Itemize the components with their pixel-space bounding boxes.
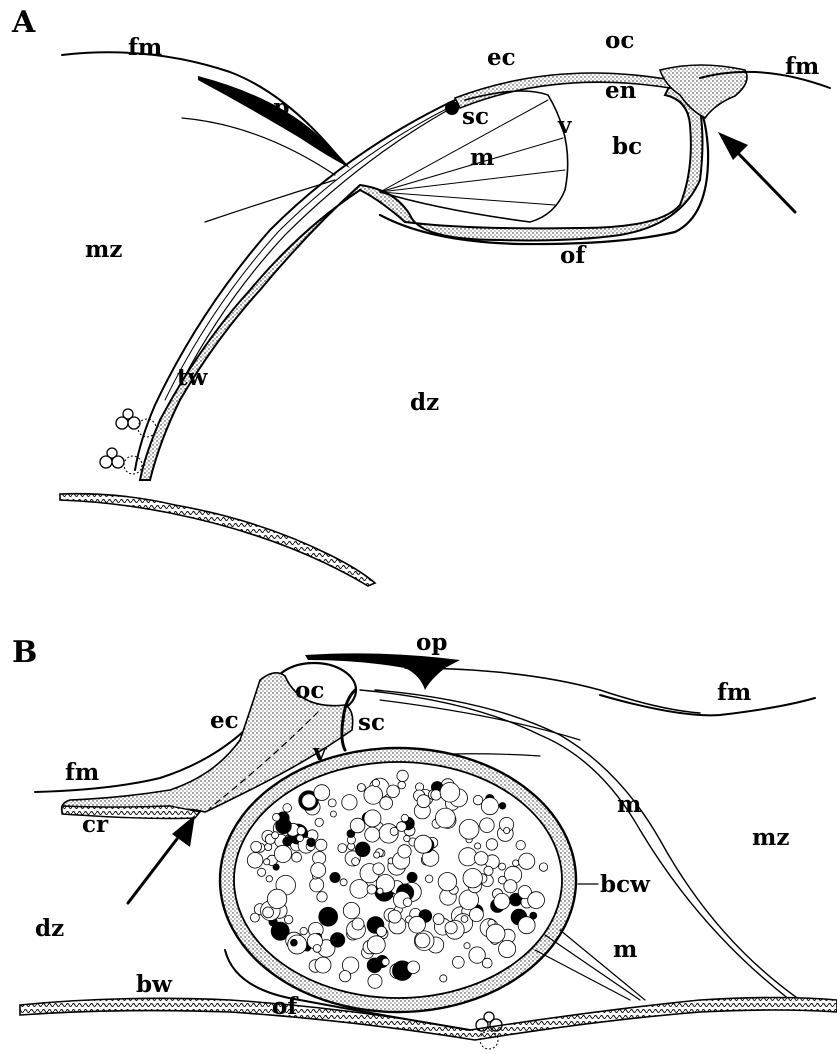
frontal-membrane-left (62, 52, 345, 165)
label-b-of: of (272, 993, 299, 1020)
ectooecium-band (455, 73, 682, 108)
label-a-mz: mz (85, 236, 122, 263)
label-a-sc: sc (462, 103, 489, 130)
label-b-v: v (312, 739, 327, 766)
label-b-fm-right: fm (717, 679, 751, 706)
panel-a: A (11, 5, 830, 586)
label-b-cr: cr (82, 811, 109, 838)
operculum-membrane-b (405, 668, 700, 713)
label-a-m: m (470, 144, 494, 171)
tentacle-sheath-inner (175, 110, 448, 395)
label-b-sc: sc (358, 709, 385, 736)
label-b-dz: dz (35, 915, 64, 942)
label-b-ec: ec (210, 707, 239, 734)
label-a-v: v (557, 112, 572, 139)
label-b-m-lower: m (613, 936, 637, 963)
pore-structure-upper (116, 409, 156, 437)
sclerite (445, 101, 459, 115)
label-a-fm-left: fm (128, 34, 162, 61)
label-b-fm-left: fm (65, 759, 99, 786)
label-a-op: op (258, 94, 289, 121)
tentacle-sheath-outer (135, 100, 455, 470)
label-a-bc: bc (612, 133, 642, 160)
panel-b-letter: B (12, 635, 37, 670)
label-b-bw: bw (136, 971, 173, 998)
label-b-m-upper: m (617, 791, 641, 818)
frontal-membrane-right-b (600, 695, 815, 715)
label-b-bcw: bcw (600, 871, 651, 898)
basal-wall (60, 494, 375, 586)
vesicle-fan-3 (380, 170, 565, 192)
membrane-line-2 (205, 180, 335, 222)
label-a-fm-right: fm (785, 53, 819, 80)
label-a-dz: dz (410, 389, 439, 416)
label-b-op: op (416, 629, 447, 656)
label-a-of: of (560, 242, 587, 269)
panel-a-letter: A (11, 5, 36, 40)
label-a-ec: ec (487, 44, 516, 71)
label-b-oc: oc (295, 677, 324, 704)
operculum (198, 76, 350, 168)
label-b-mz: mz (752, 824, 789, 851)
label-a-en: en (605, 77, 637, 104)
arrow-b-shaft (128, 835, 180, 903)
panel-b: B (12, 629, 837, 1049)
arrow-a-shaft (735, 150, 795, 212)
arrow-a-head (718, 132, 748, 160)
label-a-oc: oc (605, 27, 634, 54)
label-a-tw: tw (177, 364, 209, 391)
